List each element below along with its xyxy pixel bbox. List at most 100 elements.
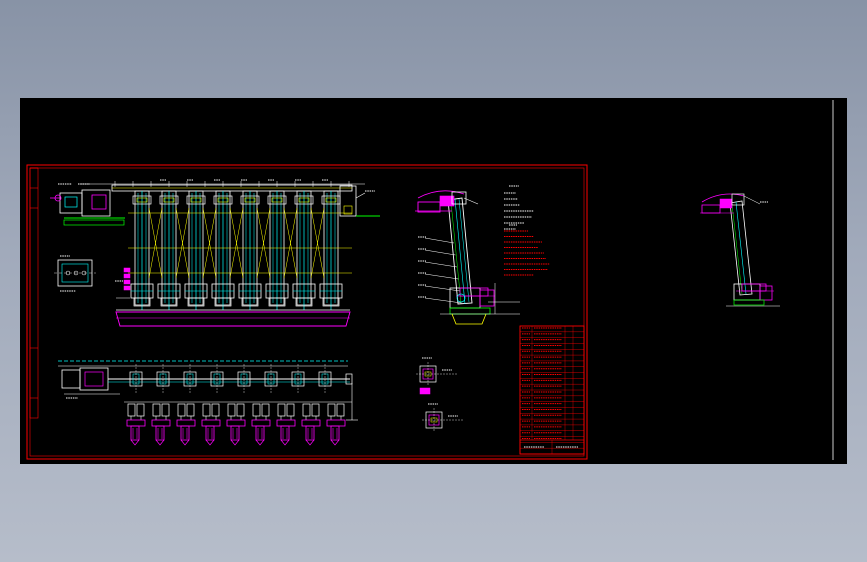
column-base	[295, 297, 313, 307]
spray-manifold	[226, 419, 246, 427]
spray-nozzle-body	[305, 425, 315, 441]
section-base-fitting	[479, 289, 495, 307]
support-column	[130, 190, 154, 310]
trough	[115, 311, 351, 327]
notes-block	[504, 185, 550, 276]
nozzle-tip	[130, 439, 140, 446]
pipe-flange	[54, 194, 62, 202]
main-elevation-view	[50, 179, 380, 327]
plan-unit	[129, 364, 143, 393]
spray-manifold	[201, 419, 221, 427]
section-foot	[449, 307, 491, 315]
marker	[123, 285, 131, 291]
plan-unit	[210, 364, 224, 393]
column-cap	[132, 195, 152, 205]
spray-head-right	[286, 403, 295, 417]
plan-unit	[156, 364, 170, 393]
spray-head-left	[327, 403, 336, 417]
marker	[123, 273, 131, 279]
nozzle-tip	[305, 439, 315, 446]
section-leader	[424, 249, 456, 256]
detail-views	[416, 357, 464, 432]
nozzle-tip	[280, 439, 290, 446]
detail-marker	[419, 387, 431, 395]
spray-nozzle-body	[155, 425, 165, 441]
spray-head	[301, 403, 321, 446]
spray-head-left	[302, 403, 311, 417]
spray-head	[126, 403, 146, 446]
column-cap-detail	[325, 197, 337, 203]
spray-manifold	[251, 419, 271, 427]
spray-manifold	[276, 419, 296, 427]
secondary-top-cap	[731, 193, 745, 206]
support-column	[211, 190, 235, 310]
spray-head-left	[277, 403, 286, 417]
spray-manifold	[126, 419, 146, 427]
plan-unit	[318, 364, 332, 393]
nozzle-tip	[330, 439, 340, 446]
spray-head-right	[136, 403, 145, 417]
brace	[148, 207, 163, 279]
section-top-block	[439, 195, 455, 207]
column-base	[241, 297, 259, 307]
plan-unit	[183, 364, 197, 393]
spray-head-left	[177, 403, 186, 417]
spray-head	[176, 403, 196, 446]
column-cap-detail	[298, 197, 310, 203]
spray-manifold	[301, 419, 321, 427]
column-cap	[267, 195, 287, 205]
secondary-side-view	[700, 193, 780, 307]
section-leader	[424, 285, 461, 292]
column-cap-detail	[244, 197, 256, 203]
spray-head-right	[311, 403, 320, 417]
spray-head	[151, 403, 171, 446]
secondary-leader	[743, 195, 761, 205]
column-cap	[294, 195, 314, 205]
section-frame	[447, 197, 473, 305]
column-cap-detail	[217, 197, 229, 203]
nozzle-tip	[180, 439, 190, 446]
secondary-frame	[729, 200, 753, 296]
detail-insert	[430, 417, 438, 423]
brace	[202, 207, 217, 279]
side-section-view	[415, 190, 520, 325]
spray-head-left	[127, 403, 136, 417]
section-top-leader	[463, 197, 479, 205]
column-base	[133, 297, 151, 307]
section-sump	[451, 313, 487, 325]
section-top-arc	[417, 190, 465, 199]
secondary-inner	[731, 203, 743, 295]
spray-head-right	[186, 403, 195, 417]
right-bracket	[343, 205, 353, 215]
secondary-top-arc	[701, 193, 745, 203]
spray-nozzle-body	[130, 425, 140, 441]
section-inner	[450, 201, 462, 304]
drive-gearbox	[81, 189, 111, 217]
plan-gearbox	[79, 367, 109, 391]
spray-head-right	[236, 403, 245, 417]
detail-view	[422, 403, 464, 432]
drive-motor	[59, 192, 83, 214]
nozzle-tip	[155, 439, 165, 446]
spray-head	[226, 403, 246, 446]
detail-insert	[424, 371, 432, 377]
column-base	[322, 297, 340, 307]
column-cap-detail	[136, 197, 148, 203]
column-base	[160, 297, 178, 307]
gearbox-detail	[91, 194, 107, 210]
cad-viewport[interactable]	[20, 98, 847, 464]
cad-drawing	[26, 100, 834, 460]
secondary-motor	[701, 204, 721, 214]
column-cap-detail	[190, 197, 202, 203]
support-column	[184, 190, 208, 310]
section-leader	[424, 273, 459, 280]
support-column	[238, 190, 262, 310]
right-leader	[355, 192, 366, 199]
brace	[175, 207, 190, 279]
secondary-foot	[733, 299, 765, 306]
section-leader	[424, 237, 455, 244]
section-inner	[458, 198, 470, 303]
nozzle-tip	[205, 439, 215, 446]
section-top-motor	[417, 201, 441, 213]
spray-head	[276, 403, 296, 446]
